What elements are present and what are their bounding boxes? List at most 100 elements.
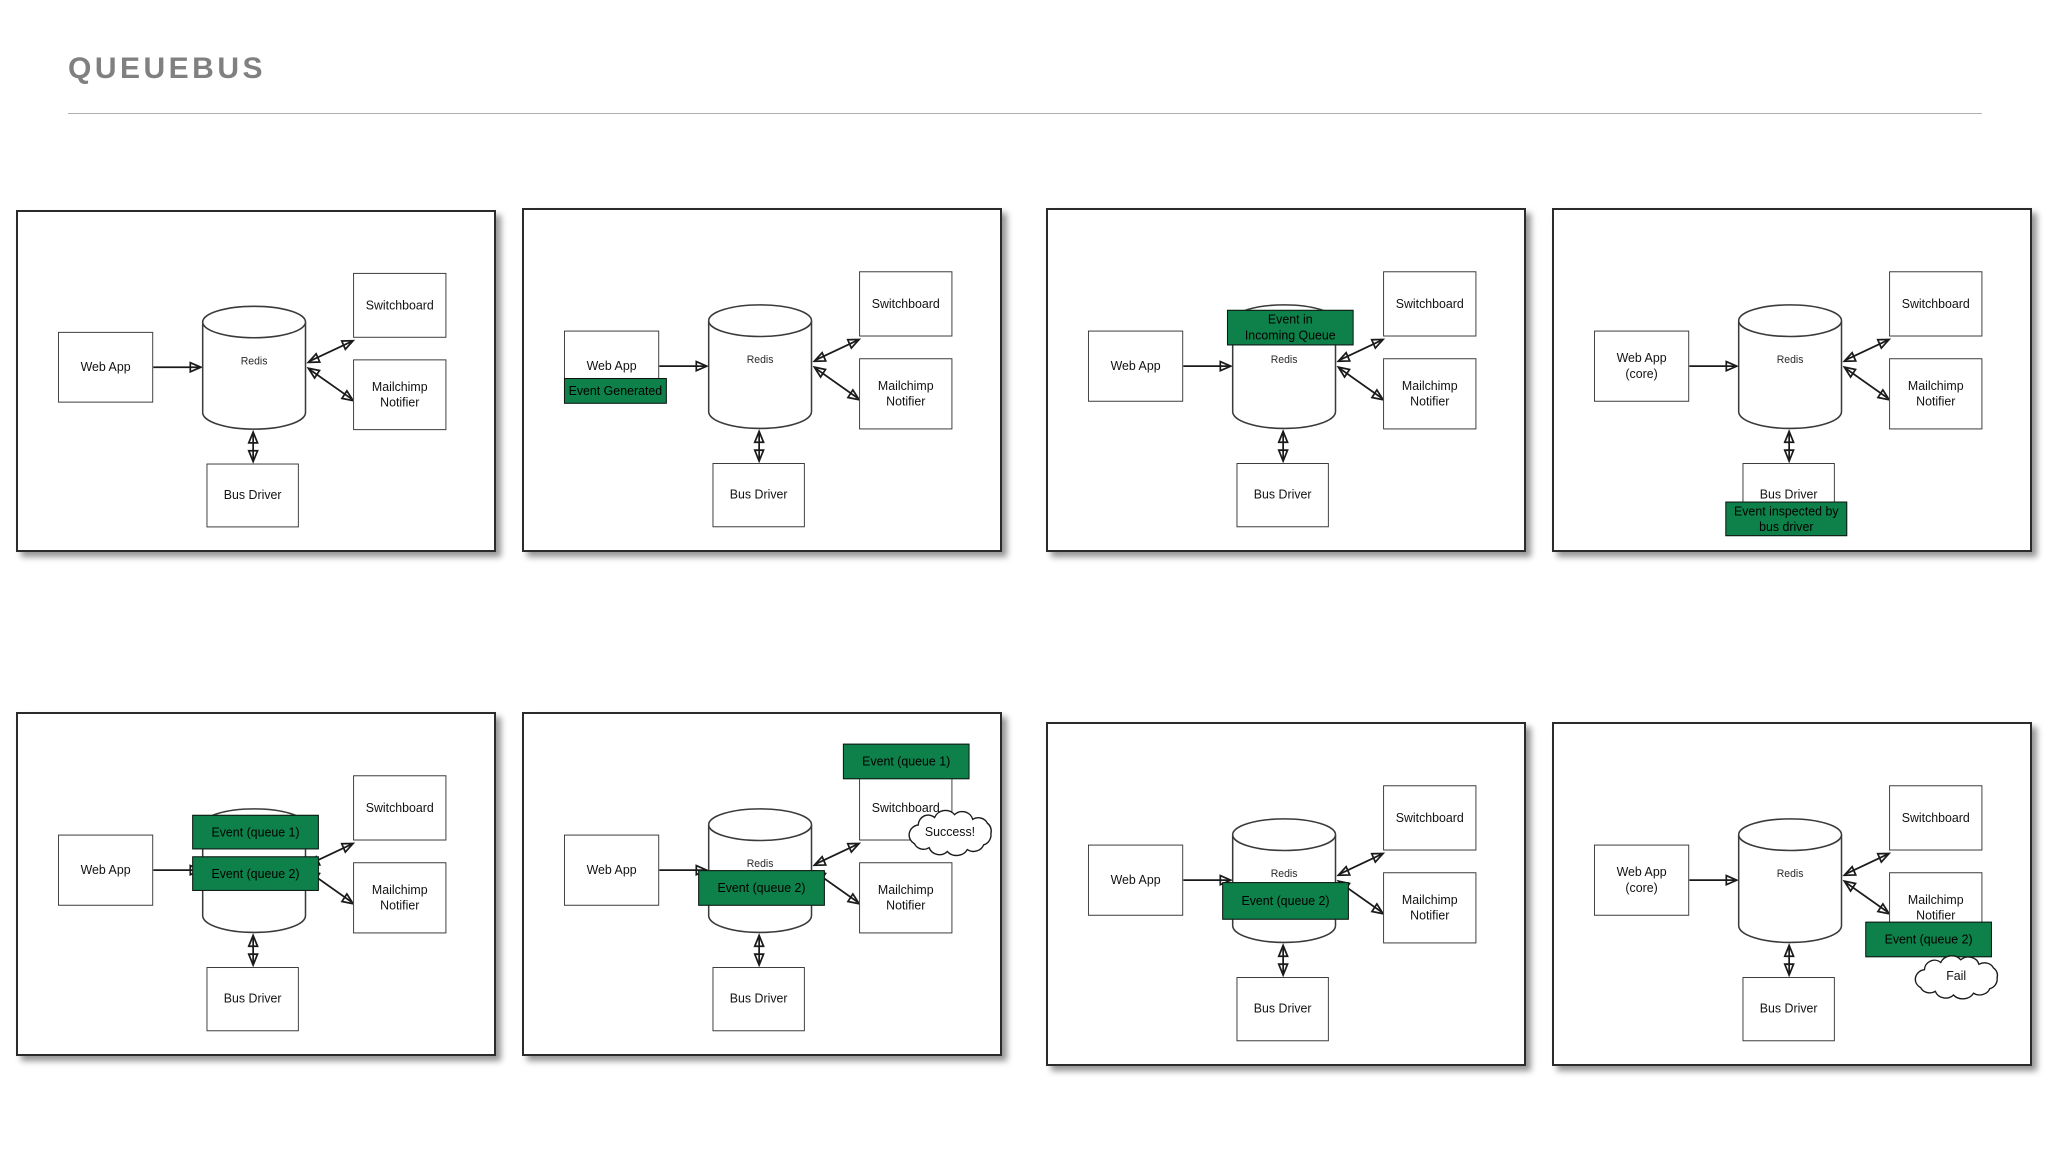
event-queue-1-badge: Event (queue 1) [192,814,319,850]
node-mailchimp-sublabel: Notifier [1916,393,1956,409]
page-title: QUEUEBUS [68,52,267,85]
node-mailchimp-label: Mailchimp [1401,891,1458,907]
node-mailchimp-label: Mailchimp [371,378,428,394]
event-queue-2-badge: Event (queue 2) [192,856,319,891]
node-switchboard-label: Switchboard [365,297,434,313]
redis-label: Redis [1270,354,1298,367]
node-bus-driver-label: Bus Driver [1253,1001,1312,1016]
node-bus-driver-label: Bus Driver [729,991,788,1006]
redis-cylinder: Redis [201,304,308,430]
node-web-app: Web App [1087,844,1184,916]
node-mailchimp-label: Mailchimp [371,881,428,897]
node-switchboard-label: Switchboard [1395,809,1464,825]
node-bus-driver-label: Bus Driver [223,487,282,503]
event-queue-1-badge-text: Event (queue 1) [862,753,951,769]
node-mailchimp-label: Mailchimp [1907,891,1964,907]
node-switchboard: Switchboard [859,775,953,841]
node-web-app: Web App [563,834,660,906]
node-bus-driver-label: Bus Driver [223,991,282,1006]
event-queue-1-badge-text: Event (queue 1) [211,824,300,840]
node-bus-driver-label: Bus Driver [729,487,788,502]
redis-cylinder: Redis [707,303,814,430]
event-generated-badge: Event Generated [563,378,667,404]
node-switchboard-label: Switchboard [1901,809,1970,825]
node-web-app-label: Web App [80,359,131,374]
node-mailchimp-label: Mailchimp [1907,377,1964,393]
node-switchboard-label: Switchboard [1395,295,1464,311]
event-queue-2-badge-text: Event (queue 2) [211,865,300,881]
redis-label: Redis [240,355,268,368]
event-queue-2-badge-text: Event (queue 2) [717,880,806,896]
event-queue-2-badge: Event (queue 2) [698,870,825,906]
redis-label: Redis [746,354,774,367]
node-mailchimp-sublabel: Notifier [1916,907,1956,923]
node-switchboard-label: Switchboard [365,799,434,815]
node-web-app-label: Web App [1110,358,1161,373]
event-queue-2-badge: Event (queue 2) [1865,921,1992,958]
node-mailchimp-sublabel: Notifier [380,897,420,913]
event-inspected-by-bus-driver-badge-line1: Event inspected by [1733,503,1839,519]
node-switchboard-label: Switchboard [1901,295,1970,311]
node-mailchimp-sublabel: Notifier [1410,907,1450,923]
event-queue-1-badge: Event (queue 1) [842,743,970,780]
fail-cloud: Fail [1906,955,2006,1000]
node-mailchimp-sublabel: Notifier [1410,393,1450,409]
success-cloud: Success! [900,809,1000,857]
node-web-app-sublabel: (core) [1625,880,1658,895]
node-web-app: Web App [1087,330,1184,402]
event-generated-badge-text: Event Generated [568,383,663,398]
node-bus-driver: Bus Driver [206,463,299,528]
success-cloud-text: Success! [924,823,976,839]
node-bus-driver: Bus Driver [206,967,299,1032]
node-web-app-text: Web App(core) [1617,864,1667,896]
redis-cylinder: Redis [1737,817,1844,944]
node-switchboard: Switchboard [353,272,447,338]
node-switchboard-label: Switchboard [871,799,940,815]
node-switchboard: Switchboard [1383,785,1477,851]
node-web-app-label: Web App [1616,864,1667,879]
node-bus-driver: Bus Driver [712,967,805,1032]
node-mailchimp-sublabel: Notifier [886,897,926,913]
event-queue-2-badge-text: Event (queue 2) [1241,893,1330,909]
redis-label: Redis [1776,868,1804,881]
node-bus-driver: Bus Driver [1236,463,1329,528]
event-in-incoming-queue-badge-line1: Event in [1267,312,1313,328]
node-web-app: Web App(core) [1593,330,1690,402]
redis-cylinder: Redis [1231,817,1338,944]
node-switchboard: Switchboard [1889,785,1983,851]
node-bus-driver-label: Bus Driver [1759,487,1818,502]
node-web-app-label: Web App [586,358,637,373]
node-web-app-text: Web App(core) [1617,350,1667,382]
node-web-app-label: Web App [586,862,637,877]
event-inspected-by-bus-driver-badge-line2: bus driver [1759,518,1814,534]
node-web-app-label: Web App [80,862,131,877]
node-bus-driver-label: Bus Driver [1759,1001,1818,1016]
